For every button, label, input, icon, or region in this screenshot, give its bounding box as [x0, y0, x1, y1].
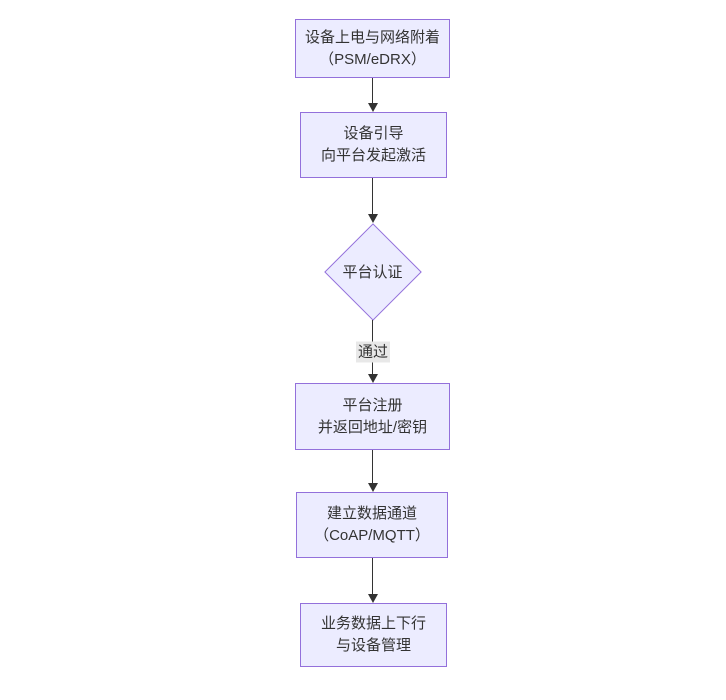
- arrowhead-icon: [368, 483, 378, 492]
- edge-bootstrap-to-auth-line: [372, 178, 373, 215]
- node-power-attach-line2: （PSM/eDRX）: [319, 50, 426, 68]
- edge-power-to-bootstrap-line: [372, 78, 373, 104]
- node-auth-label: 平台认证: [342, 264, 403, 281]
- edge-auth-to-register-label: 通过: [355, 341, 391, 363]
- node-bootstrap: 设备引导 向平台发起激活: [300, 112, 447, 178]
- node-business-line1: 业务数据上下行: [320, 615, 426, 632]
- node-business-line2: 与设备管理: [335, 637, 411, 654]
- node-register: 平台注册 并返回地址/密钥: [295, 383, 450, 450]
- arrowhead-icon: [368, 214, 378, 223]
- node-register-line2: 并返回地址/密钥: [317, 418, 428, 436]
- node-bootstrap-line2: 向平台发起激活: [320, 147, 426, 164]
- edge-channel-to-business-line: [372, 558, 373, 595]
- node-channel-line1: 建立数据通道: [326, 505, 417, 522]
- node-channel: 建立数据通道 （CoAP/MQTT）: [296, 492, 448, 558]
- node-auth: 平台认证: [322, 222, 423, 321]
- arrowhead-icon: [368, 374, 378, 383]
- node-power-attach: 设备上电与网络附着 （PSM/eDRX）: [295, 19, 450, 78]
- node-register-line1: 平台注册: [342, 396, 403, 414]
- node-channel-line2: （CoAP/MQTT）: [314, 527, 430, 544]
- node-bootstrap-line1: 设备引导: [343, 125, 404, 142]
- node-power-attach-line1: 设备上电与网络附着: [304, 28, 440, 46]
- arrowhead-icon: [368, 594, 378, 603]
- node-business: 业务数据上下行 与设备管理: [300, 603, 447, 667]
- edge-register-to-channel-line: [372, 450, 373, 484]
- arrowhead-icon: [368, 103, 378, 112]
